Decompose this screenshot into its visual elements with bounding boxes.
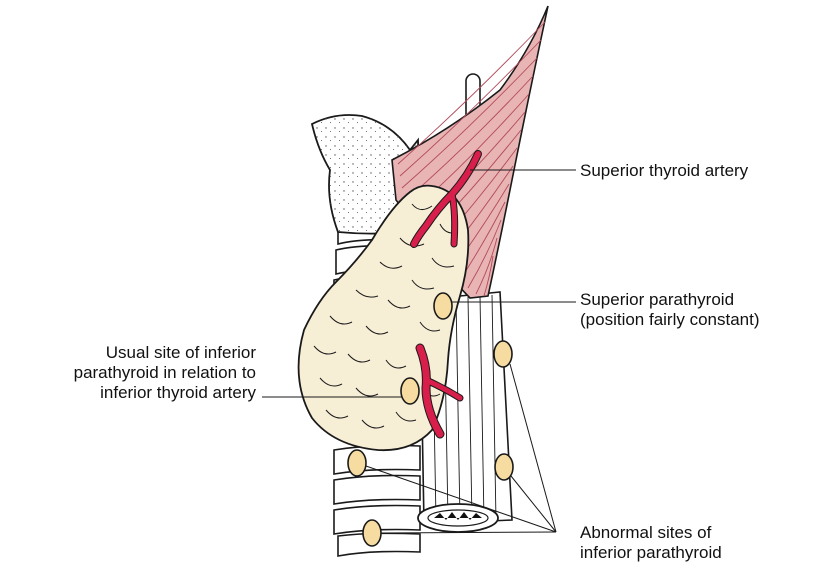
usual-site-line1: Usual site of inferior — [74, 343, 256, 363]
usual-inferior-parathyroid-gland — [401, 378, 419, 404]
leader-abnormal-2 — [511, 476, 556, 532]
superior-parathyroid-line1: Superior parathyroid — [580, 290, 760, 310]
abnormal-sites-line1: Abnormal sites of — [580, 523, 722, 543]
abnormal-sites-line2: inferior parathyroid — [580, 543, 722, 563]
abnormal-parathyroid-gland-2 — [495, 454, 513, 480]
superior-parathyroid-label: Superior parathyroid (position fairly co… — [580, 290, 760, 330]
usual-site-label: Usual site of inferior parathyroid in re… — [74, 343, 256, 403]
abnormal-parathyroid-gland-4 — [363, 520, 381, 546]
abnormal-parathyroid-gland-3 — [348, 450, 366, 476]
abnormal-sites-label: Abnormal sites of inferior parathyroid — [580, 523, 722, 563]
usual-site-line3: inferior thyroid artery — [74, 383, 256, 403]
leader-abnormal-4 — [381, 532, 556, 533]
superior-thyroid-artery-label: Superior thyroid artery — [580, 161, 748, 181]
superior-parathyroid-line2: (position fairly constant) — [580, 310, 760, 330]
superior-parathyroid-gland — [434, 293, 452, 319]
leader-abnormal-1 — [510, 364, 556, 532]
abnormal-parathyroid-gland-1 — [494, 341, 512, 367]
superior-thyroid-artery-text: Superior thyroid artery — [580, 161, 748, 181]
usual-site-line2: parathyroid in relation to — [74, 363, 256, 383]
